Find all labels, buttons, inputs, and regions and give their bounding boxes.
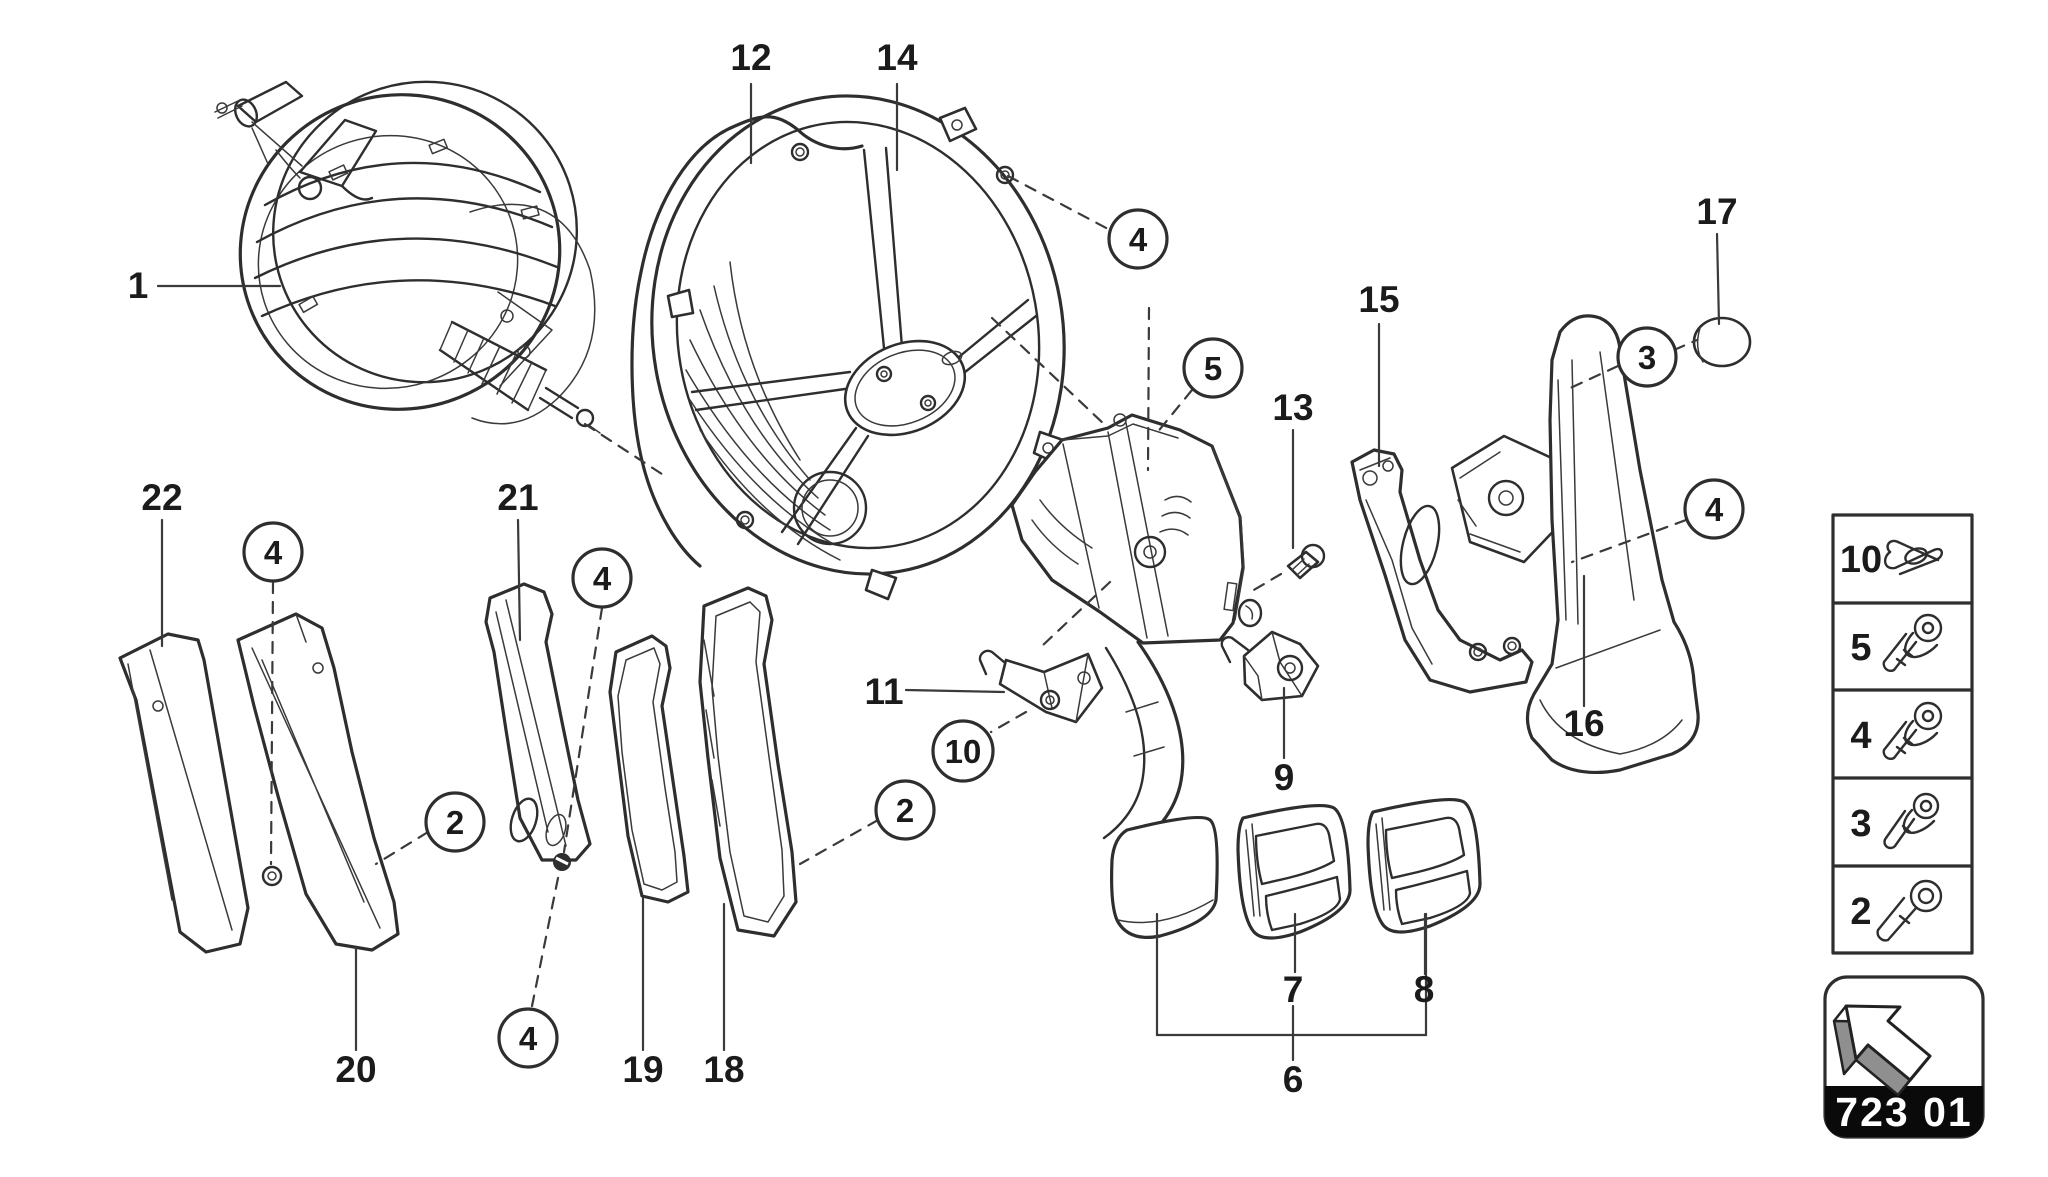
callout-circle-2-mid: 2 — [874, 779, 936, 841]
footrest-part-20 — [236, 612, 400, 952]
brake-light-switch-part-9 — [1220, 630, 1320, 702]
part-label-12: 12 — [730, 37, 771, 78]
part-label-13: 13 — [1272, 387, 1313, 428]
trim-part-21 — [484, 582, 592, 871]
pedal-housing-part-14 — [650, 94, 1066, 601]
legend-row-10: 10 — [1840, 539, 1943, 581]
callout-circle-4-bottom: 4 — [497, 1007, 559, 1069]
part-label-18: 18 — [703, 1049, 744, 1090]
callout-circle-4-top: 4 — [1107, 208, 1169, 270]
direction-arrow-icon — [1832, 1004, 1932, 1097]
callout-circle-3: 3 — [1616, 326, 1678, 388]
legend-row-2: 2 — [1850, 879, 1943, 942]
cover-part-18 — [698, 586, 798, 938]
callout-circle-4-mid: 4 — [571, 547, 633, 609]
svg-text:5: 5 — [1204, 350, 1222, 387]
part-label-14: 14 — [876, 37, 918, 78]
legend-row-4: 4 — [1850, 701, 1943, 760]
trim-part-22 — [118, 632, 250, 954]
flange-screw-icon — [1882, 613, 1943, 672]
pedal-pad-part-8 — [1366, 797, 1482, 934]
footer-code-bar — [1825, 1086, 1983, 1137]
pedal-support-bracket — [1010, 413, 1263, 645]
callout-circle-5: 5 — [1182, 337, 1244, 399]
part-label-17: 17 — [1696, 191, 1737, 232]
part-label-21: 21 — [497, 477, 538, 518]
circled-callouts: 4 5 3 4 4 4 4 2 — [242, 208, 1745, 1069]
assembly-dashed-lines — [269, 174, 1699, 1008]
hardware-legend: 10 5 4 — [1831, 513, 1974, 955]
part-label-1: 1 — [128, 265, 149, 306]
svg-text:4: 4 — [1850, 715, 1871, 757]
callout-circle-2-left: 2 — [424, 791, 486, 853]
legend-row-5: 5 — [1850, 613, 1943, 672]
callout-circle-4-left: 4 — [242, 521, 304, 583]
retaining-clip-icon — [1883, 539, 1943, 576]
svg-text:4: 4 — [1705, 491, 1724, 528]
flange-screw-icon — [1882, 701, 1943, 760]
part-label-20: 20 — [335, 1049, 376, 1090]
callout-circle-4-right: 4 — [1683, 478, 1745, 540]
part-label-6: 6 — [1283, 1059, 1304, 1100]
svg-text:5: 5 — [1850, 627, 1871, 669]
svg-text:4: 4 — [264, 534, 283, 571]
bracket-part-15 — [1350, 448, 1534, 694]
part-number-labels: 1 12 14 13 15 17 22 21 11 9 16 20 19 18 … — [128, 37, 1738, 1100]
flange-screw-icon — [1883, 792, 1940, 850]
socket-head-bolt-icon — [1876, 879, 1943, 942]
clevis-part-11 — [978, 649, 1104, 724]
part-label-15: 15 — [1358, 279, 1399, 320]
brake-pedal-arm — [1102, 640, 1219, 939]
part-label-16: 16 — [1563, 703, 1604, 744]
svg-text:3: 3 — [1638, 339, 1656, 376]
pedal-pad-part-7 — [1236, 803, 1352, 940]
part-label-9: 9 — [1274, 757, 1295, 798]
legend-row-3: 3 — [1850, 792, 1940, 850]
svg-text:3: 3 — [1850, 803, 1871, 845]
part-label-11: 11 — [864, 671, 903, 712]
section-code-badge: 723 01 — [1823, 975, 1985, 1139]
brake-pedal-pad — [1110, 815, 1219, 939]
leader-lines — [156, 82, 1721, 1062]
svg-text:2: 2 — [896, 792, 914, 829]
svg-text:10: 10 — [1840, 539, 1882, 581]
group-6-bracket-line — [1155, 912, 1428, 1037]
svg-text:4: 4 — [1129, 221, 1148, 258]
brake-servo-part-1 — [214, 80, 601, 434]
bolt-part-13 — [1286, 543, 1326, 580]
svg-text:10: 10 — [945, 733, 982, 770]
callout-circle-10: 10 — [931, 719, 995, 783]
svg-text:4: 4 — [593, 560, 612, 597]
svg-text:2: 2 — [446, 804, 464, 841]
part-label-7: 7 — [1283, 969, 1304, 1010]
svg-text:2: 2 — [1850, 891, 1871, 933]
accelerator-pedal-part-16 — [1450, 314, 1700, 775]
section-code-text: 723 01 — [1835, 1089, 1972, 1135]
svg-text:4: 4 — [519, 1020, 538, 1057]
cap-part-17 — [1692, 316, 1752, 368]
part-label-8: 8 — [1414, 969, 1435, 1010]
part-label-22: 22 — [141, 477, 182, 518]
part-label-19: 19 — [622, 1049, 663, 1090]
cover-part-19 — [608, 634, 690, 904]
